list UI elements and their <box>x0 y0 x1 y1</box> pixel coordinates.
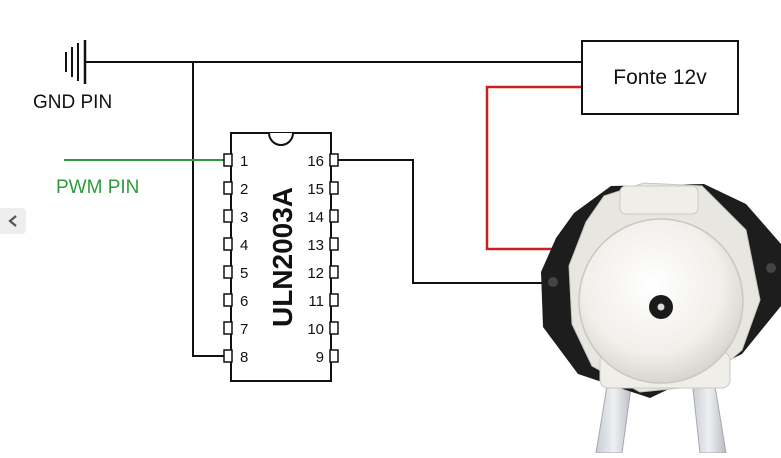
pin-6 <box>223 293 233 307</box>
pin-15 <box>329 181 339 195</box>
chevron-left-icon <box>8 215 17 227</box>
pin-8 <box>223 349 233 363</box>
ground-to-pin8-wire <box>192 62 230 357</box>
pin-label-1: 1 <box>240 153 248 170</box>
pin-10 <box>329 321 339 335</box>
pin-label-10: 10 <box>307 321 324 338</box>
pin-2 <box>223 181 233 195</box>
pin-label-13: 13 <box>307 237 324 254</box>
pin-13 <box>329 237 339 251</box>
pin-label-14: 14 <box>307 209 324 226</box>
previous-button[interactable] <box>0 208 26 234</box>
ground-symbol-icon <box>65 40 87 84</box>
pin-1 <box>223 153 233 167</box>
pin-11 <box>329 293 339 307</box>
pin-label-2: 2 <box>240 181 248 198</box>
pwm-label: PWM PIN <box>56 177 139 198</box>
pin-label-12: 12 <box>307 265 324 282</box>
supply-label: Fonte 12v <box>613 66 707 89</box>
supply-box <box>581 40 739 115</box>
output-wire <box>333 159 560 284</box>
pin-5 <box>223 265 233 279</box>
pin-label-11: 11 <box>308 293 324 310</box>
pin-label-4: 4 <box>240 237 248 254</box>
pin-label-16: 16 <box>307 153 324 170</box>
pin-16 <box>329 153 339 167</box>
pin-label-5: 5 <box>240 265 248 282</box>
pin-label-3: 3 <box>240 209 248 226</box>
pin-12 <box>329 265 339 279</box>
pin-3 <box>223 209 233 223</box>
pin-label-8: 8 <box>240 349 248 366</box>
pin-label-9: 9 <box>316 349 324 366</box>
gnd-label: GND PIN <box>33 92 112 113</box>
pin-14 <box>329 209 339 223</box>
pin-label-6: 6 <box>240 293 248 310</box>
pin-label-15: 15 <box>307 181 324 198</box>
pin-9 <box>329 349 339 363</box>
peristaltic-pump-icon <box>541 182 781 454</box>
supply-wire <box>485 85 583 251</box>
pin-label-7: 7 <box>240 321 248 338</box>
pin-7 <box>223 321 233 335</box>
pin-4 <box>223 237 233 251</box>
chip-name: ULN2003A <box>267 187 298 327</box>
